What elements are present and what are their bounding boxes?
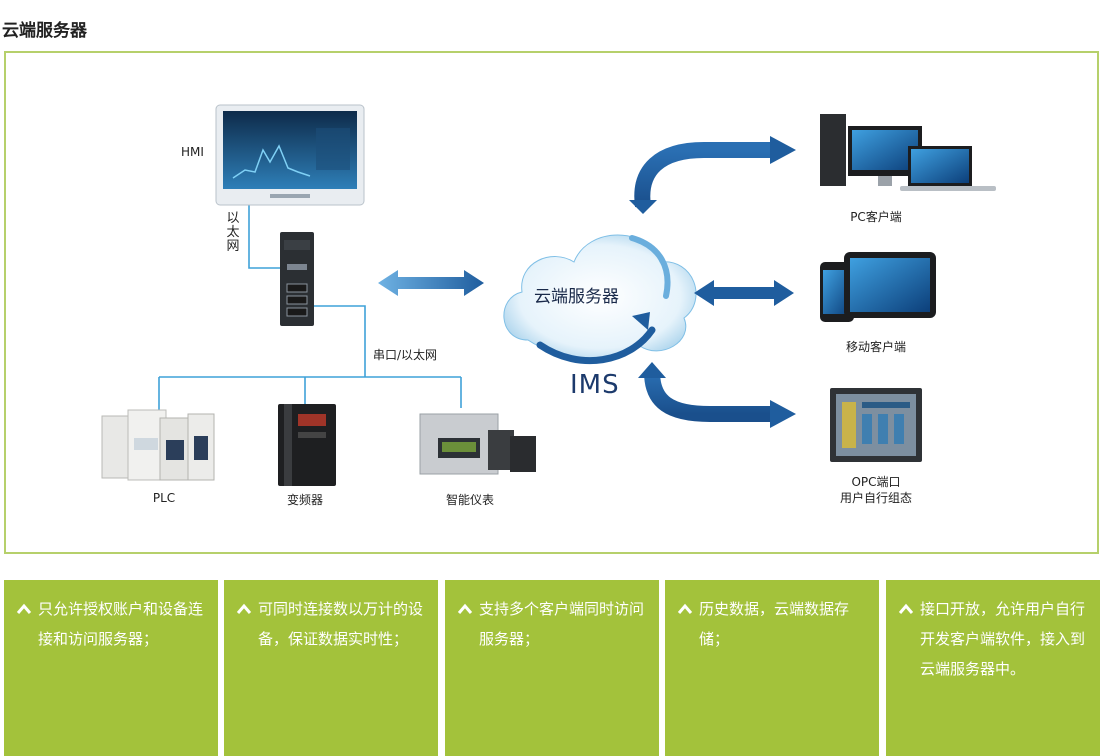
ims-label: IMS [570, 370, 620, 400]
cloud-server-label: 云端服务器 [534, 287, 619, 307]
hmi-to-switch-line [248, 205, 281, 269]
smart-meter-device [419, 413, 536, 475]
inverter-label: 变频器 [286, 493, 324, 507]
chevron-up-icon [457, 603, 473, 614]
arrow-to-pc [629, 136, 796, 214]
chevron-up-icon [677, 603, 693, 614]
arrow-to-mobile [694, 280, 794, 306]
pc-client-device [820, 114, 996, 191]
opc-panel-device [830, 388, 922, 462]
pc-client-label: PC客户端 [850, 210, 902, 224]
serial-ethernet-label: 串口/以太网 [373, 348, 438, 362]
feature-text: 只允许授权账户和设备连接和访问服务器； [38, 600, 204, 648]
hmi-device [215, 104, 365, 206]
mobile-client-device [820, 252, 936, 322]
chevron-up-icon [236, 603, 252, 614]
plc-device [101, 409, 215, 481]
switch-to-bus-line [313, 305, 366, 377]
feature-text: 支持多个客户端同时访问服务器； [479, 600, 645, 648]
ethernet-label-char: 太 [226, 225, 240, 240]
cloud-server-icon [503, 234, 697, 365]
ethernet-switch [280, 232, 314, 326]
feature-panel-2: 可同时连接数以万计的设备，保证数据实时性； [224, 580, 438, 756]
double-arrow-left [378, 270, 484, 296]
opc-port-label: OPC端口 [851, 475, 901, 489]
feature-panel-4: 历史数据，云端数据存储； [665, 580, 879, 756]
ethernet-label-char: 网 [226, 239, 240, 254]
ethernet-label-char: 以 [226, 211, 240, 226]
inverter-device [278, 404, 336, 486]
plc-label: PLC [152, 491, 176, 505]
feature-panel-5: 接口开放，允许用户自行开发客户端软件，接入到云端服务器中。 [886, 580, 1100, 756]
feature-text: 接口开放，允许用户自行开发客户端软件，接入到云端服务器中。 [920, 600, 1086, 678]
feature-text: 可同时连接数以万计的设备，保证数据实时性； [258, 600, 424, 648]
feature-text: 历史数据，云端数据存储； [699, 600, 850, 648]
chevron-up-icon [16, 603, 32, 614]
smart-meter-label: 智能仪表 [445, 493, 495, 507]
feature-panel-1: 只允许授权账户和设备连接和访问服务器； [4, 580, 218, 756]
feature-panel-3: 支持多个客户端同时访问服务器； [445, 580, 659, 756]
ethernet-label: 以 太 网 [226, 212, 240, 254]
chevron-up-icon [898, 603, 914, 614]
diagram-frame [4, 51, 1099, 554]
network-lines [158, 205, 462, 410]
mobile-client-label: 移动客户端 [845, 340, 907, 354]
opc-user-config-label: 用户自行组态 [839, 491, 913, 505]
page-title: 云端服务器 [2, 21, 87, 41]
hmi-label: HMI [181, 145, 204, 159]
arrow-to-opc [638, 362, 796, 428]
